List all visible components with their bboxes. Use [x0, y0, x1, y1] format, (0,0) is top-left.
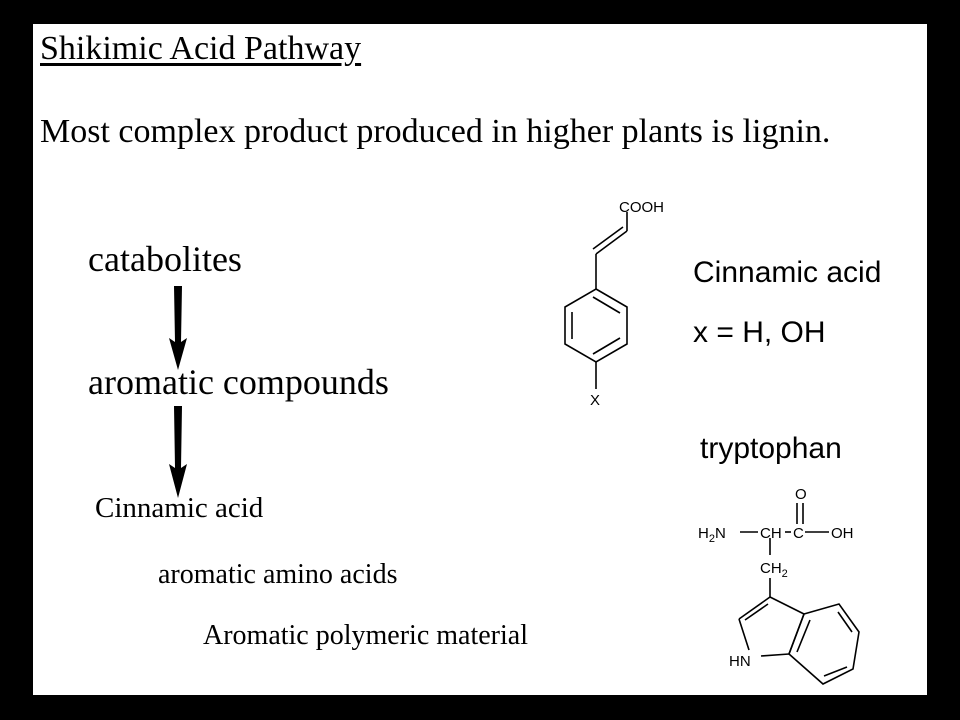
pathway-step-aromatic-compounds: aromatic compounds [88, 362, 389, 402]
tryptophan-structure: O H2N CH C OH CH2 HN [698, 486, 860, 685]
pathway-step-cinnamic-acid: Cinnamic acid [95, 492, 264, 524]
amine-label: H2N [698, 525, 726, 545]
cinnamic-acid-structure: COOH X [564, 199, 664, 409]
pathway-step-catabolites: catabolites [88, 239, 242, 279]
slide-subtitle: Most complex product produced in higher … [40, 113, 831, 150]
slide-title: Shikimic Acid Pathway [40, 30, 362, 67]
methylene-label: CH2 [760, 560, 788, 580]
slide: Shikimic Acid Pathway Most complex produ… [33, 24, 927, 695]
oxygen-label: O [795, 486, 807, 503]
cinnamic-acid-label: Cinnamic acid [693, 256, 882, 289]
hydroxyl-label: OH [831, 525, 854, 542]
alpha-carbon-label: CH [760, 525, 782, 542]
cooh-label: COOH [619, 199, 664, 216]
down-arrow-icon [169, 406, 187, 498]
pathway-step-aromatic-polymeric-material: Aromatic polymeric material [203, 620, 528, 651]
substituent-note: x = H, OH [693, 316, 826, 349]
pathway-step-aromatic-amino-acids: aromatic amino acids [158, 559, 398, 590]
carboxyl-carbon-label: C [793, 525, 804, 542]
tryptophan-label: tryptophan [700, 432, 842, 465]
x-label: X [590, 392, 600, 409]
down-arrow-icon [169, 286, 187, 370]
indole-nh-label: HN [729, 653, 751, 670]
